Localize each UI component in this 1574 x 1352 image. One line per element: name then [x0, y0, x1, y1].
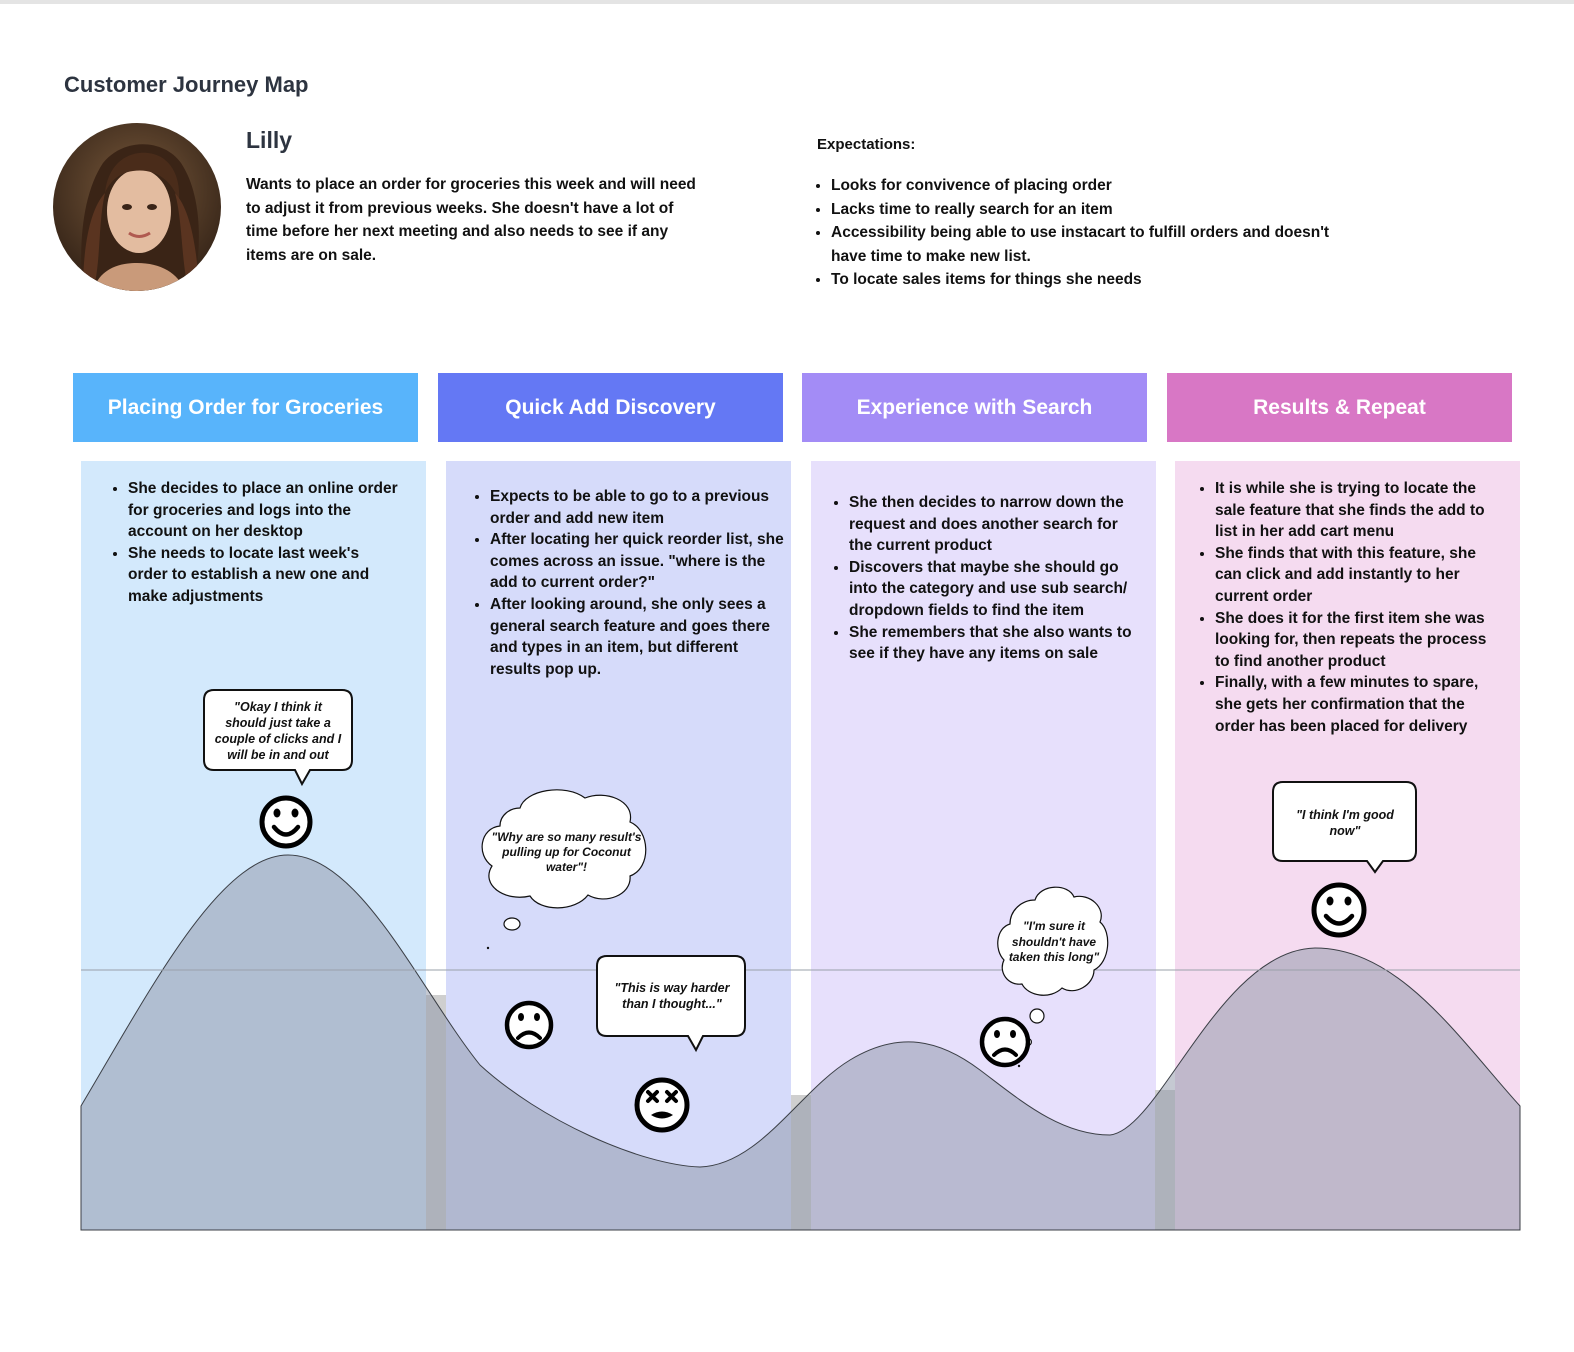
stage-header-search: Experience with Search [802, 373, 1147, 442]
speech-bubble [596, 955, 746, 1053]
dizzy-face-icon [634, 1077, 690, 1133]
persona-avatar [53, 123, 221, 291]
top-border [0, 0, 1574, 4]
quote-text: "I'm sure it shouldn't have taken this l… [1008, 919, 1100, 964]
stage-item: She then decides to narrow down the requ… [849, 492, 1134, 557]
quote-text: "Why are so many result's pulling up for… [491, 830, 642, 874]
stage-item: She needs to locate last week's order to… [128, 543, 398, 608]
thought-cloud [997, 886, 1109, 996]
emotion-curve-area [80, 854, 1521, 1231]
stage-item: Discovers that maybe she should go into … [849, 557, 1134, 622]
persona-description: Wants to place an order for groceries th… [246, 176, 696, 264]
expectations-list: Looks for convivence of placing order La… [817, 174, 1331, 292]
sad-face-icon [979, 1016, 1031, 1068]
stage-header-results: Results & Repeat [1167, 373, 1512, 442]
stage-item: She decides to place an online order for… [128, 478, 398, 543]
stage-items-search: She then decides to narrow down the requ… [831, 492, 1134, 665]
expectation-item: Looks for convivence of placing order [831, 174, 1331, 198]
expectation-item: To locate sales items for things she nee… [831, 268, 1331, 292]
sad-face-icon [504, 1000, 554, 1050]
quote-text: "Okay I think it should just take a coup… [214, 700, 342, 762]
thought-cloud [481, 789, 647, 909]
stage-item: Finally, with a few minutes to spare, sh… [1215, 672, 1505, 737]
stage-item: She remembers that she also wants to see… [849, 622, 1134, 665]
stage-items-results: It is while she is trying to locate the … [1197, 478, 1505, 737]
persona-name: Lilly [246, 127, 293, 153]
stage-item: After looking around, she only sees a ge… [490, 594, 785, 680]
speech-bubble [1272, 781, 1417, 874]
stage-items-quick-add: Expects to be able to go to a previous o… [472, 486, 785, 680]
stage-header-quick-add: Quick Add Discovery [438, 373, 783, 442]
expectation-item: Accessibility being able to use instacar… [831, 221, 1331, 268]
expectation-item: Lacks time to really search for an item [831, 198, 1331, 222]
stage-item: Expects to be able to go to a previous o… [490, 486, 785, 529]
smiling-face-icon [259, 795, 313, 849]
stage-header-placing-order: Placing Order for Groceries [73, 373, 418, 442]
page-title: Customer Journey Map [64, 72, 309, 97]
stage-items-placing-order: She decides to place an online order for… [110, 478, 398, 608]
stage-item: She does it for the first item she was l… [1215, 608, 1505, 673]
quote-text: "This is way harder than I thought..." [614, 981, 730, 1011]
quote-text: "I think I'm good now" [1296, 808, 1394, 838]
speech-bubble [203, 689, 353, 787]
stage-item: She finds that with this feature, she ca… [1215, 543, 1505, 608]
smiling-face-icon [1311, 882, 1367, 938]
stage-item: It is while she is trying to locate the … [1215, 478, 1505, 543]
expectations-title: Expectations: [817, 136, 916, 153]
stage-item: After locating her quick reorder list, s… [490, 529, 785, 594]
